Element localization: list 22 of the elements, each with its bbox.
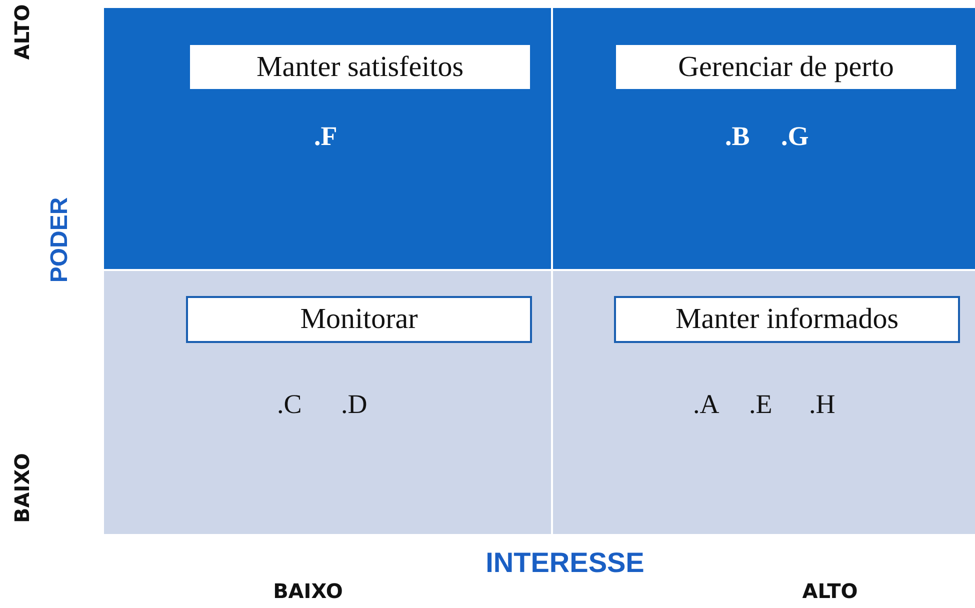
category-heading: Manter informados [614, 296, 960, 343]
axis-title: INTERESSE [486, 547, 644, 579]
stakeholder-letter: .A [693, 389, 720, 420]
stakeholder-letter: .F [314, 121, 338, 152]
stakeholder-letter: .D [341, 389, 368, 420]
stakeholder-letter: .E [749, 389, 772, 420]
axis-title: PODER [46, 197, 74, 283]
axis-level-label: ALTO [802, 579, 858, 603]
category-heading: Monitorar [186, 296, 532, 343]
stakeholder-letter: .B [725, 121, 750, 152]
axis-level-label: BAIXO [10, 453, 34, 523]
category-heading: Gerenciar de perto [616, 45, 956, 89]
axis-level-label: ALTO [10, 4, 34, 60]
quadrant-panel [553, 271, 975, 534]
stakeholder-letter: .H [809, 389, 836, 420]
axis-level-label: BAIXO [273, 579, 343, 603]
quadrant-panel [104, 8, 551, 269]
stakeholder-letter: .G [781, 121, 809, 152]
quadrant-panel [553, 8, 975, 269]
category-heading: Manter satisfeitos [190, 45, 530, 89]
quadrant-panel [104, 271, 551, 534]
stakeholder-letter: .C [277, 389, 302, 420]
